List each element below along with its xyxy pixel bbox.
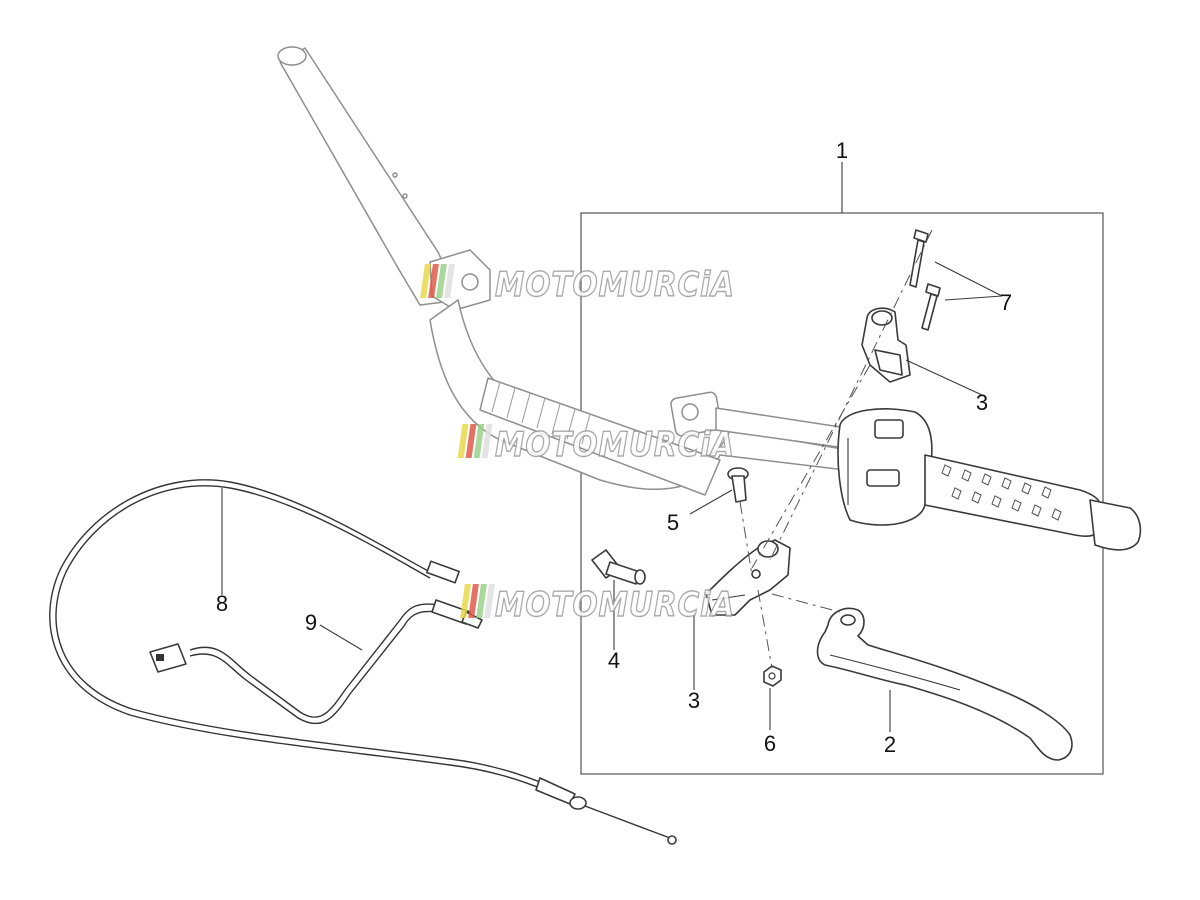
- svg-text:MOTOMURCiA: MOTOMURCiA: [495, 585, 735, 625]
- cable-8: [49, 479, 677, 845]
- assembly-lines: [739, 229, 933, 669]
- switch-cable-9: [149, 599, 483, 725]
- adjuster-4: [591, 549, 646, 585]
- callout-4: 4: [608, 648, 620, 673]
- pin-5: [727, 467, 749, 503]
- handle-grip: [924, 454, 1142, 551]
- nut-6: [763, 665, 782, 687]
- callout-9: 9: [305, 610, 317, 635]
- watermark-logo: MOTOMURCiA MOTOMURCiA MOTOMURCiA: [420, 264, 735, 626]
- callout-3-lower: 3: [688, 688, 700, 713]
- clutch-lever-2: [816, 607, 1073, 761]
- watermark-middle: MOTOMURCiA: [457, 424, 735, 466]
- assembly-frame: [580, 162, 1104, 775]
- callout-2: 2: [884, 732, 896, 757]
- clamp-3-upper: [861, 307, 911, 383]
- callout-3-upper: 3: [976, 390, 988, 415]
- callout-5: 5: [667, 510, 679, 535]
- callout-7: 7: [1000, 290, 1012, 315]
- svg-text:MOTOMURCiA: MOTOMURCiA: [495, 265, 735, 305]
- watermark-bottom: MOTOMURCiA: [460, 584, 735, 626]
- callouts: 1 7 3 5 4 3 6 2 8 9: [216, 138, 1012, 757]
- switch-housing: [837, 408, 933, 526]
- svg-text:MOTOMURCiA: MOTOMURCiA: [495, 425, 735, 465]
- callout-1: 1: [836, 138, 848, 163]
- callout-6: 6: [764, 731, 776, 756]
- screw-7: [909, 229, 941, 331]
- watermark-top: MOTOMURCiA: [420, 264, 735, 306]
- leader-lines: [221, 261, 1003, 732]
- callout-8: 8: [216, 591, 228, 616]
